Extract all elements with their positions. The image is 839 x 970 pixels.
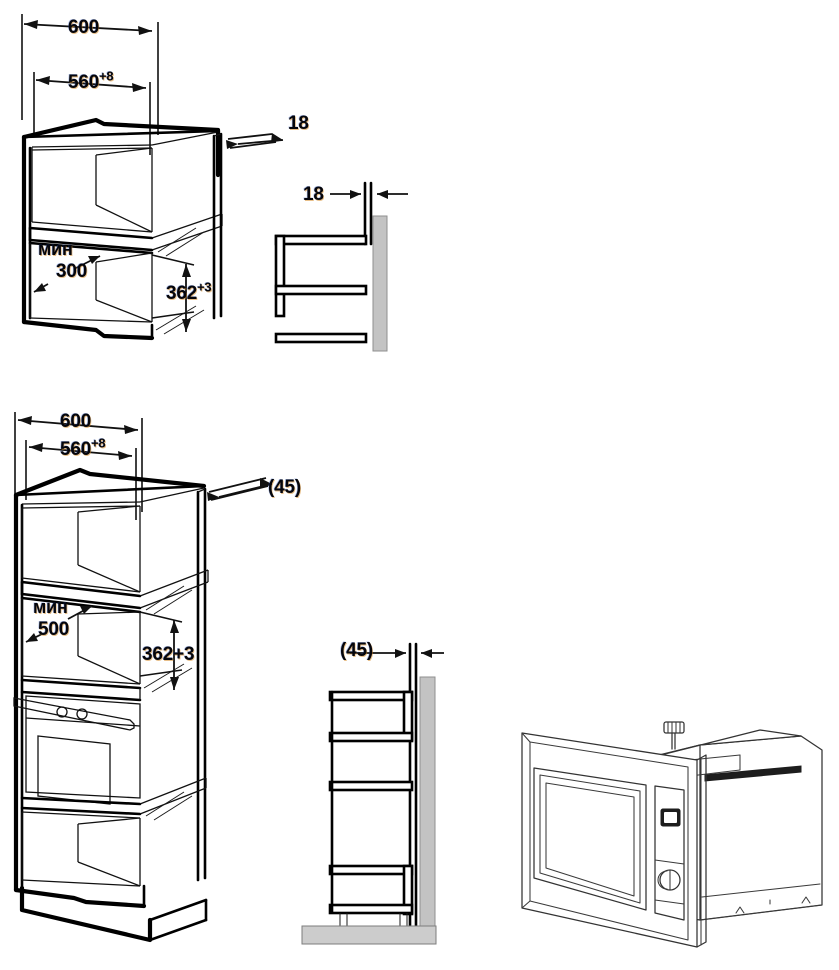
dimension-extension-lines-600-bottom: [14, 412, 143, 512]
dim-18-top: 18: [288, 113, 309, 134]
dimension-leader-min500: [25, 605, 93, 643]
dimension-line-362-bottom: [139, 611, 193, 693]
dimension-line-600-bottom: [17, 416, 139, 434]
figure-microwave-appliance: [521, 721, 823, 948]
dimension-line-560-bottom: [28, 443, 133, 460]
dimension-leader-45-bottom: [207, 477, 273, 501]
dim-45-bottom: (45): [268, 477, 301, 498]
section-shelf-1-bottom: [328, 690, 414, 702]
microwave-door-window: [533, 767, 647, 911]
section-shelf-4-bottom: [328, 864, 414, 876]
section-shelf-2-top: [274, 284, 368, 296]
dim-300-top: 300: [56, 261, 88, 282]
dimension-line-45-section: [350, 649, 444, 658]
dimension-line-600-top: [23, 20, 153, 35]
section-back-wall-top: [372, 215, 388, 352]
figure-top-isometric: [21, 14, 284, 341]
dim-45-section: (45): [340, 640, 373, 661]
dimension-extension-lines-600-top: [21, 14, 159, 135]
dimension-line-18-section: [330, 190, 408, 199]
oven-door-window: [37, 735, 111, 805]
section-shelf-2-bottom: [328, 731, 414, 743]
dim-500-bottom: 500: [38, 619, 70, 640]
dim-560-top: 560+8: [68, 68, 114, 93]
oven-door-handle[interactable]: [13, 697, 135, 731]
figure-top-section: [274, 181, 408, 352]
section-shelf-back-top: [274, 234, 286, 318]
section-back-wall-bottom: [419, 676, 436, 927]
upper-cabinet-body: [21, 117, 223, 341]
section-shelf-5-bottom: [328, 903, 414, 915]
dim-min-bottom: мин: [33, 597, 68, 617]
built-in-oven: [13, 695, 141, 805]
section-shelf-3-top: [274, 332, 368, 344]
lower-cabinet-body: [13, 467, 209, 943]
microwave-control-panel: [654, 785, 685, 921]
dim-min-top: мин: [38, 239, 73, 259]
dimension-leader-18-top: [226, 133, 284, 149]
dimension-line-560-top: [35, 76, 147, 92]
dimension-leader-min300: [33, 255, 101, 293]
dimension-line-362-top: [151, 254, 205, 335]
dim-560-bottom: 560+8: [60, 435, 106, 460]
microwave-body: [652, 729, 823, 921]
microwave-door[interactable]: [521, 732, 707, 948]
microwave-control-knob[interactable]: [657, 869, 681, 891]
figure-bottom-isometric: [13, 412, 273, 943]
top-fixing-screw[interactable]: [663, 721, 685, 750]
dim-18-section: 18: [303, 184, 324, 205]
figure-bottom-section: [301, 642, 444, 945]
dim-362-bottom: 362+3: [142, 644, 195, 665]
dim-600-bottom: 600: [60, 411, 92, 432]
dim-362-top: 362+3: [166, 279, 212, 304]
section-shelf-3-bottom: [328, 780, 414, 792]
section-floor-base: [301, 925, 437, 945]
dimension-extension-lines-560-top: [33, 72, 151, 155]
section-shelf-1-top: [274, 234, 368, 246]
dim-600-top: 600: [68, 17, 100, 38]
